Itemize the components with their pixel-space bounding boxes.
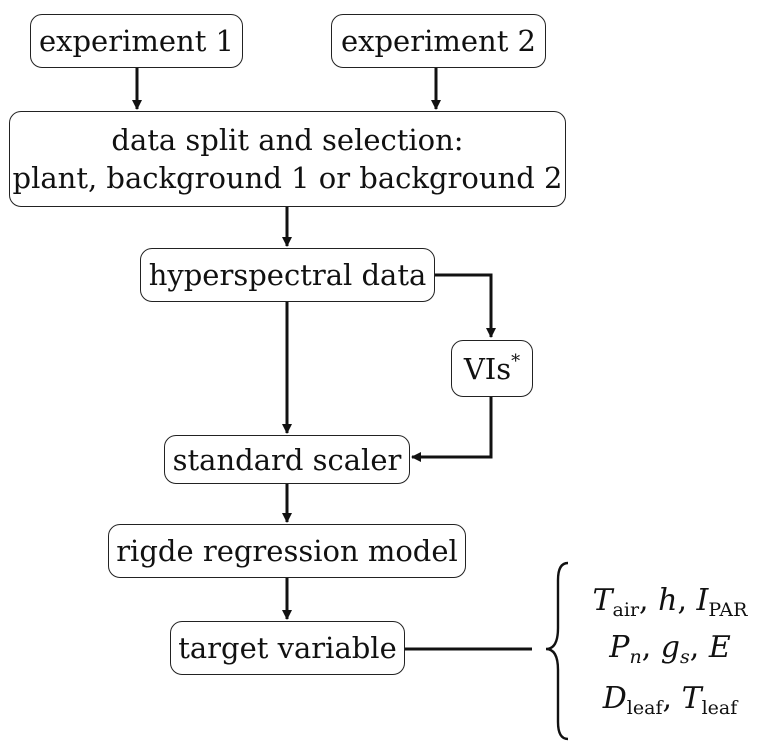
target-variable-label: target variable bbox=[178, 631, 397, 665]
target-variable-box: target variable bbox=[170, 621, 405, 675]
vis-label: VIs* bbox=[463, 350, 521, 386]
ridge-regression-model-label: rigde regression model bbox=[116, 534, 458, 568]
standard-scaler-box: standard scaler bbox=[164, 435, 410, 484]
experiment-2-label: experiment 2 bbox=[340, 24, 537, 58]
experiment-2-box: experiment 2 bbox=[331, 14, 546, 68]
hyperspectral-data-box: hyperspectral data bbox=[140, 248, 435, 302]
target-list-row-3: Dleaf, Tleaf bbox=[602, 681, 738, 719]
ridge-regression-model-box: rigde regression model bbox=[108, 524, 466, 578]
left-brace bbox=[545, 561, 569, 741]
target-list-row-2: Pn, gs, E bbox=[609, 630, 731, 668]
data-split-line2: plant, background 1 or background 2 bbox=[12, 161, 563, 195]
data-split-line1: data split and selection: bbox=[111, 123, 464, 157]
arrow-hyperspectral-to-vis bbox=[435, 273, 496, 338]
vis-box: VIs* bbox=[451, 340, 533, 397]
data-split-box: data split and selection: plant, backgro… bbox=[9, 111, 566, 207]
experiment-1-label: experiment 1 bbox=[38, 24, 235, 58]
vis-footnote-mark: * bbox=[511, 350, 521, 372]
arrow-vis-to-scaler bbox=[411, 396, 493, 462]
hyperspectral-data-label: hyperspectral data bbox=[148, 258, 427, 292]
target-list-row-1: Tair, h, IPAR bbox=[592, 583, 748, 621]
standard-scaler-label: standard scaler bbox=[172, 442, 402, 477]
experiment-1-box: experiment 1 bbox=[30, 14, 243, 68]
